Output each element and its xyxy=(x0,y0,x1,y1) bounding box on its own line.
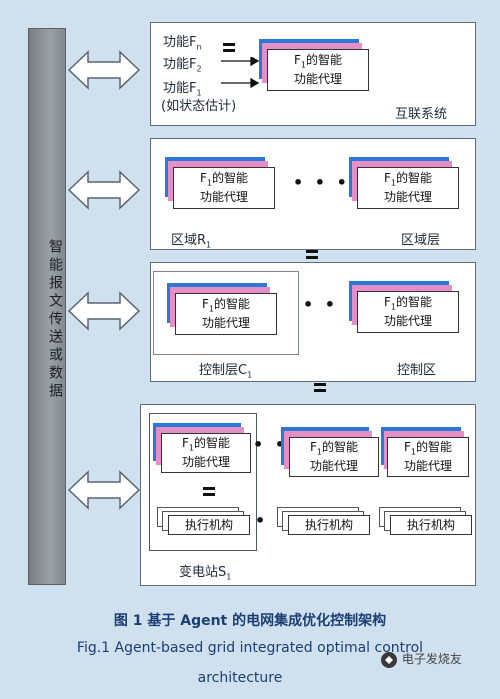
equals-sign xyxy=(314,383,326,392)
watermark: 电子发烧友 xyxy=(380,650,462,669)
agent-card-sub-3: F1的智能 功能代理 xyxy=(381,427,481,481)
agent-card-sub-2: F1的智能 功能代理 xyxy=(281,427,381,481)
panel-region-layer: F1的智能 功能代理 • • • F1的智能 功能代理 区域R1 区域层 xyxy=(150,138,476,250)
double-arrow-icon xyxy=(67,291,141,331)
caption-cn: 图 1 基于 Agent 的电网集成优化控制架构 xyxy=(113,613,387,629)
agent-card-control-1: F1的智能 功能代理 xyxy=(167,283,279,339)
caption-en-line1: Fig.1 Agent-based grid integrated optima… xyxy=(76,640,424,656)
function-fn-label: 功能Fn xyxy=(163,35,202,52)
panel-control-layer: F1的智能 功能代理 • • • F1的智能 功能代理 控制层C1 控制区 xyxy=(150,262,476,382)
dots-separator: • • xyxy=(253,435,289,454)
watermark-logo-icon xyxy=(381,651,397,668)
double-arrow-icon xyxy=(67,50,141,90)
substation-box xyxy=(149,413,257,551)
double-arrow-icon xyxy=(67,470,141,510)
equals-sign xyxy=(203,487,215,496)
panel-interconnected-system: 功能Fn 功能F2 功能F1 (如状态估计) F1的智能 功能代理 互联系统 xyxy=(150,22,476,126)
region-layer-label: 区域层 xyxy=(401,233,441,248)
equals-sign xyxy=(306,250,318,259)
system-label: 互联系统 xyxy=(395,107,448,122)
function-f2-label: 功能F2 xyxy=(163,57,202,74)
agent-card-region-1: F1的智能 功能代理 xyxy=(165,157,277,213)
actuator-stack-1: 执行机构 xyxy=(157,507,251,535)
agent-card-f1: F1的智能 功能代理 xyxy=(259,39,371,95)
agent-card-region-2: F1的智能 功能代理 xyxy=(349,157,461,213)
agent-card-sub-1: F1的智能 功能代理 xyxy=(153,423,253,477)
substation-s1-label: 变电站S1 xyxy=(179,565,232,582)
panel-substation: F1的智能 功能代理 • • F1的智能 功能代理 F1的智能 功能代理 执行机… xyxy=(140,404,476,586)
region-r1-label: 区域R1 xyxy=(171,233,212,250)
caption-en-line2: architecture xyxy=(197,670,283,686)
control-layer-c1-label: 控制层C1 xyxy=(199,363,253,380)
agent-card-control-2: F1的智能 功能代理 xyxy=(349,281,461,337)
bus-arrows xyxy=(67,50,141,510)
ellipsis: • • • xyxy=(303,295,360,314)
equals-sign xyxy=(223,43,235,52)
control-area-label: 控制区 xyxy=(397,363,437,378)
function-f1-label: 功能F1 xyxy=(163,81,202,98)
double-arrow-icon xyxy=(67,170,141,210)
function-arrows xyxy=(221,57,260,89)
control-layer-box xyxy=(153,271,299,355)
message-bus: 智能报文传送或数据 xyxy=(28,28,66,585)
ellipsis: • • • xyxy=(293,173,350,192)
actuator-stack-3: 执行机构 xyxy=(379,507,473,535)
function-f1-note: (如状态估计) xyxy=(161,99,237,114)
actuator-stack-2: 执行机构 xyxy=(277,507,371,535)
bus-label: 智能报文传送或数据 xyxy=(47,239,63,401)
